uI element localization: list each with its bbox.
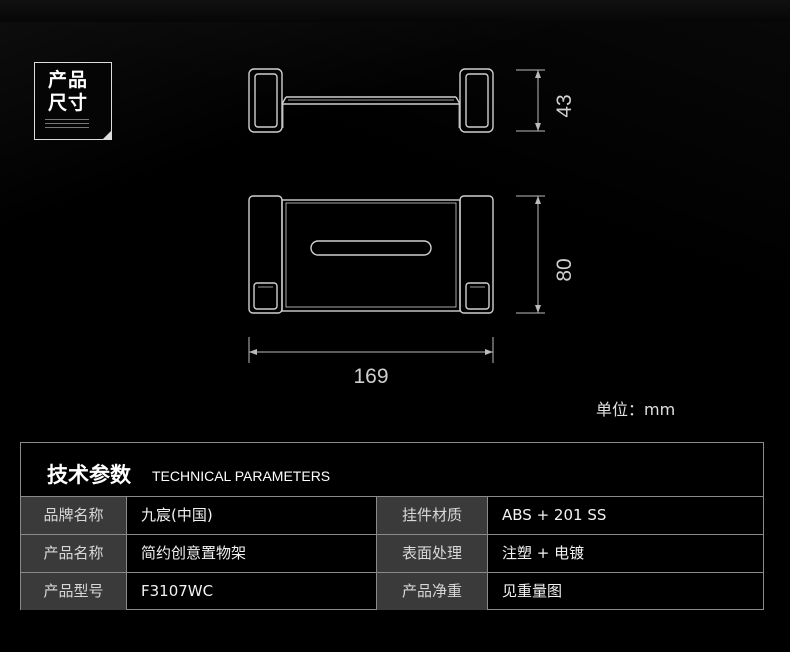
brand-label: 品牌名称	[21, 497, 126, 534]
top-band	[0, 0, 790, 22]
weight-value: 见重量图	[487, 573, 763, 610]
badge-line-1: 产品	[48, 69, 89, 91]
model-value: F3107WC	[126, 573, 376, 610]
material-label: 挂件材质	[376, 497, 487, 534]
tech-params-title: 技术参数	[47, 463, 131, 487]
badge-line-2: 尺寸	[48, 92, 89, 114]
dimension-drawing: 43 80 169	[248, 68, 576, 388]
top-view-drawing	[248, 195, 494, 314]
dimension-arrows	[249, 70, 541, 355]
badge-decoration	[45, 119, 89, 131]
model-label: 产品型号	[21, 573, 126, 610]
tech-params-title-en: TECHNICAL PARAMETERS	[152, 468, 331, 484]
badge-corner	[102, 130, 112, 140]
depth-dimension: 80	[553, 258, 576, 281]
unit-label: 单位：mm	[596, 400, 676, 419]
table-row: 品牌名称 九宸(中国) 挂件材质 ABS + 201 SS	[21, 497, 763, 535]
tech-params-header: 技术参数 TECHNICAL PARAMETERS	[21, 443, 763, 497]
table-row: 产品名称 简约创意置物架 表面处理 注塑 + 电镀	[21, 535, 763, 573]
surface-label: 表面处理	[376, 535, 487, 572]
product-name-label: 产品名称	[21, 535, 126, 572]
background-rays	[0, 22, 790, 442]
side-view-drawing	[248, 68, 494, 133]
surface-value: 注塑 + 电镀	[487, 535, 763, 572]
table-row: 产品型号 F3107WC 产品净重 见重量图	[21, 573, 763, 611]
brand-value: 九宸(中国)	[126, 497, 376, 534]
product-name-value: 简约创意置物架	[126, 535, 376, 572]
width-dimension: 169	[353, 365, 388, 388]
material-value: ABS + 201 SS	[487, 497, 763, 534]
dimension-lines	[248, 69, 545, 363]
weight-label: 产品净重	[376, 573, 487, 610]
size-badge: 产品 尺寸	[34, 62, 112, 140]
tech-params-panel: 技术参数 TECHNICAL PARAMETERS 品牌名称 九宸(中国) 挂件…	[20, 442, 764, 610]
height-dimension: 43	[553, 94, 576, 117]
